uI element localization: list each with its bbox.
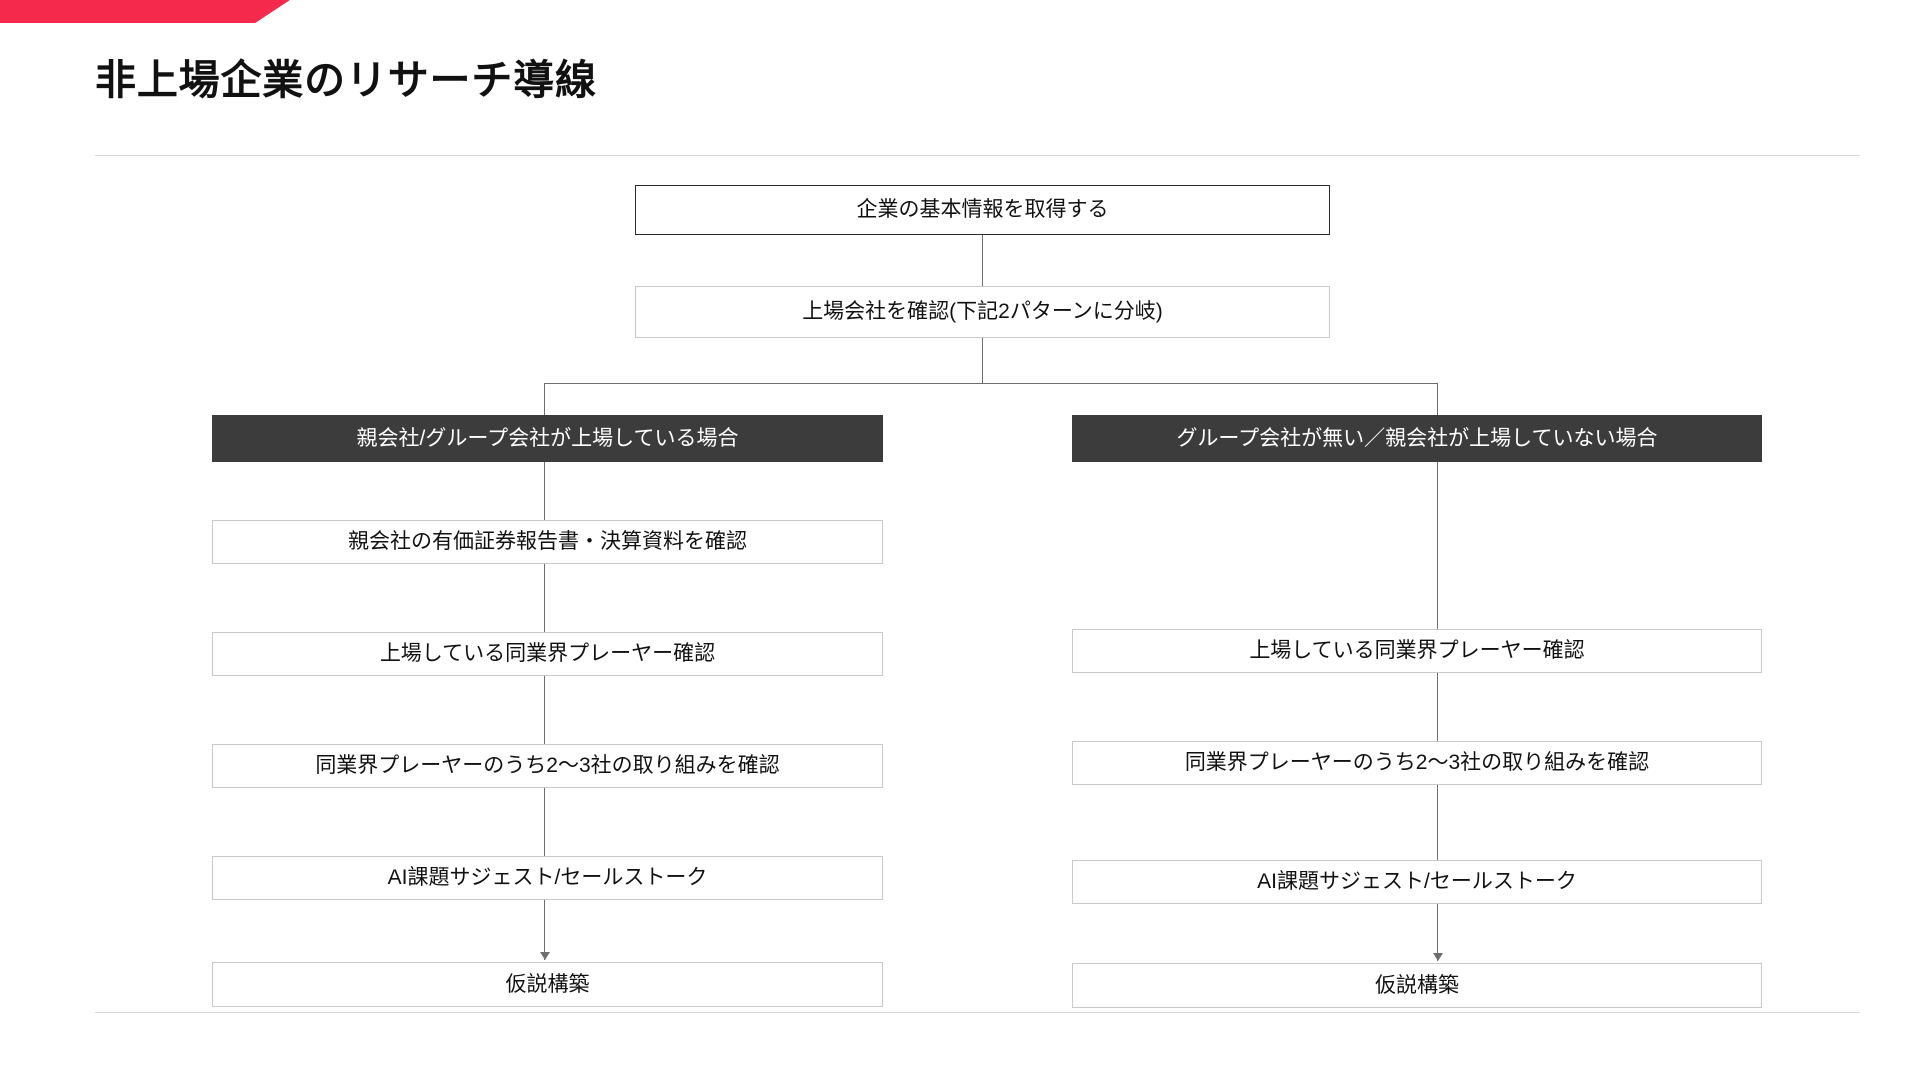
- arrowhead-left-final-icon: [540, 952, 550, 960]
- connector-right-3: [1437, 785, 1438, 860]
- flow-node-left-step-4[interactable]: AI課題サジェスト/セールストーク: [212, 856, 883, 900]
- flow-node-right-step-4[interactable]: 仮説構築: [1072, 963, 1762, 1008]
- connector-split-bus: [544, 383, 1438, 384]
- arrowhead-right-final-icon: [1433, 953, 1443, 961]
- flow-node-left-step-5[interactable]: 仮説構築: [212, 962, 883, 1007]
- connector-right-1: [1437, 462, 1438, 629]
- flow-node-decision[interactable]: 上場会社を確認(下記2パターンに分岐): [635, 286, 1330, 338]
- flow-node-left-step-1[interactable]: 親会社の有価証券報告書・決算資料を確認: [212, 520, 883, 564]
- connector-left-4: [544, 788, 545, 856]
- flow-node-right-step-1[interactable]: 上場している同業界プレーヤー確認: [1072, 629, 1762, 673]
- bottom-divider: [95, 1012, 1860, 1013]
- flow-node-right-step-3[interactable]: AI課題サジェスト/セールストーク: [1072, 860, 1762, 904]
- flow-node-left-step-3[interactable]: 同業界プレーヤーのうち2～3社の取り組みを確認: [212, 744, 883, 788]
- connector-decision-stem: [982, 338, 983, 383]
- connector-left-3: [544, 676, 545, 744]
- connector-right-2: [1437, 673, 1438, 741]
- connector-right-4: [1437, 904, 1438, 961]
- connector-left-2: [544, 564, 545, 632]
- flow-node-right-step-2[interactable]: 同業界プレーヤーのうち2～3社の取り組みを確認: [1072, 741, 1762, 785]
- flow-branch-header-right[interactable]: グループ会社が無い／親会社が上場していない場合: [1072, 415, 1762, 462]
- connector-to-branch-right: [1437, 383, 1438, 415]
- page-title: 非上場企業のリサーチ導線: [95, 57, 597, 103]
- flow-node-start[interactable]: 企業の基本情報を取得する: [635, 185, 1330, 235]
- connector-left-5: [544, 900, 545, 960]
- flow-branch-header-left[interactable]: 親会社/グループ会社が上場している場合: [212, 415, 883, 462]
- connector-to-branch-left: [544, 383, 545, 415]
- accent-bar-decoration: [0, 0, 290, 23]
- flow-node-left-step-2[interactable]: 上場している同業界プレーヤー確認: [212, 632, 883, 676]
- connector-start-to-decision: [982, 235, 983, 286]
- title-divider: [95, 155, 1860, 156]
- connector-left-1: [544, 462, 545, 540]
